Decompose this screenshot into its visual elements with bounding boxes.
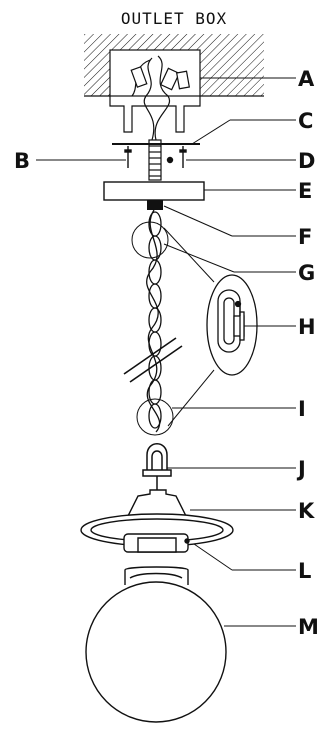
callout-g: G xyxy=(298,261,315,285)
chain-break-marks xyxy=(123,337,183,383)
mounting-screws xyxy=(124,146,187,168)
chain-link-detail xyxy=(206,274,258,376)
callout-leaders xyxy=(36,77,296,627)
callout-c: C xyxy=(298,109,313,133)
callout-e: E xyxy=(298,179,312,203)
callout-m: M xyxy=(298,615,319,639)
callout-a: A xyxy=(298,67,315,91)
canopy xyxy=(103,181,205,201)
lamp-shade xyxy=(80,489,234,547)
glass-globe xyxy=(85,566,227,723)
threaded-nipple xyxy=(148,139,162,181)
socket-holder xyxy=(123,533,190,553)
callout-h: H xyxy=(298,315,316,339)
chain-and-wire xyxy=(146,209,162,433)
callout-d: D xyxy=(298,149,315,173)
callout-j: J xyxy=(296,457,306,481)
chain-detail-circle-bottom xyxy=(136,398,174,436)
chain-detail-circle-top xyxy=(131,221,169,259)
callout-i: I xyxy=(298,397,306,421)
callout-f: F xyxy=(298,225,312,249)
supply-wires xyxy=(130,55,191,141)
canopy-nut xyxy=(147,200,163,210)
callout-l: L xyxy=(298,559,311,583)
detail-leader-lines xyxy=(163,227,215,427)
callout-b: B xyxy=(14,149,30,173)
callout-k: K xyxy=(298,499,315,523)
loop-connector xyxy=(142,443,172,490)
outlet-box-caption: OUTLET BOX xyxy=(121,9,227,28)
